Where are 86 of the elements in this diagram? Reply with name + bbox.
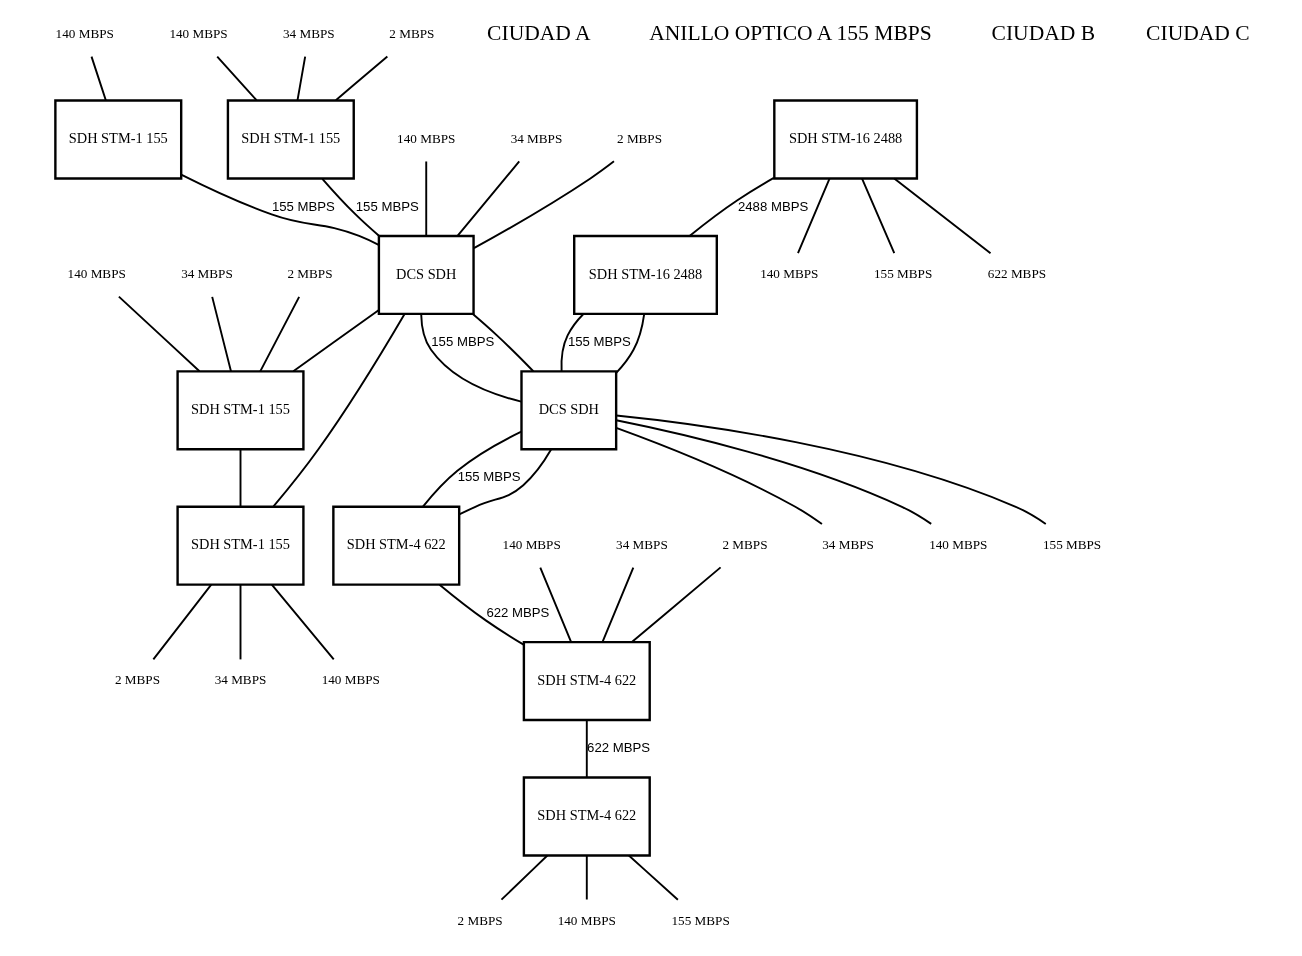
node-box: DCS SDH [377, 234, 475, 316]
node-text: 140 MBPS [502, 537, 561, 553]
connector [630, 566, 722, 643]
connector [239, 583, 241, 661]
connector [585, 719, 588, 779]
connector [601, 566, 634, 644]
node-text: 2 MBPS [114, 672, 160, 688]
connector [151, 583, 212, 661]
edge-label: 155 MBPS [430, 333, 494, 349]
node-text: 34 MBPS [821, 537, 874, 553]
node-box: SDH STM-4 622 [522, 640, 651, 722]
edge-label: 2488 MBPS [737, 198, 808, 214]
connector [688, 177, 775, 237]
edge-label: 622 MBPS [485, 604, 549, 620]
connector [457, 448, 552, 516]
node-box: SDH STM-4 622 [331, 505, 460, 586]
connector [796, 177, 831, 255]
node-box: SDH STM-1 155 [53, 99, 182, 180]
edge-label: 155 MBPS [457, 469, 521, 485]
node-text: 622 MBPS [987, 266, 1046, 282]
label: ANILLO OPTICO A 155 MBPS [648, 20, 932, 45]
label: CIUDAD A [486, 20, 591, 45]
node-text: 140 MBPS [168, 26, 228, 42]
node-box: SDH STM-1 155 [175, 370, 305, 451]
connector [538, 566, 572, 644]
connector [270, 583, 335, 661]
connector [90, 55, 107, 102]
node-text: 2 MBPS [616, 130, 662, 146]
connector [560, 313, 584, 373]
node-text: 2 MBPS [286, 266, 333, 282]
node-text: 155 MBPS [1042, 537, 1101, 553]
connector [210, 295, 232, 373]
node-text: 140 MBPS [928, 537, 987, 553]
node-box: SDH STM-16 2488 [572, 234, 718, 316]
connector [421, 430, 522, 508]
connector [471, 313, 534, 373]
node-text: 34 MBPS [615, 537, 668, 553]
connector [860, 177, 895, 255]
node-text: 34 MBPS [180, 266, 233, 282]
node-text: 34 MBPS [510, 130, 562, 146]
node-text: 140 MBPS [557, 912, 616, 928]
connector [627, 854, 679, 901]
connector [585, 854, 588, 901]
node-text: 155 MBPS [873, 266, 932, 282]
connector [438, 583, 525, 646]
node-text: 2 MBPS [388, 26, 434, 42]
node-box: SDH STM-4 622 [522, 776, 651, 857]
connector [892, 177, 991, 255]
node-box: DCS SDH [519, 370, 617, 451]
node-text: 140 MBPS [55, 26, 114, 42]
connector [472, 160, 615, 250]
connector [239, 448, 241, 508]
node-text: 140 MBPS [67, 266, 126, 282]
node-text: 140 MBPS [321, 672, 380, 688]
connector [456, 160, 520, 237]
connector [614, 426, 823, 526]
connector [258, 295, 300, 373]
connector [614, 414, 1047, 525]
connector [424, 160, 427, 237]
connector [117, 295, 200, 373]
node-text: 2 MBPS [457, 912, 503, 928]
connector [296, 55, 306, 102]
node-box: SDH STM-1 155 [226, 99, 355, 180]
node-text: 140 MBPS [759, 266, 818, 282]
edge-label: 155 MBPS [567, 333, 631, 349]
connector [291, 309, 380, 373]
connector [320, 177, 380, 237]
label: CIUDAD C [1145, 20, 1250, 45]
node-text: 2 MBPS [721, 537, 767, 553]
edge-label: 155 MBPS [271, 198, 335, 214]
label: CIUDAD B [991, 20, 1095, 45]
node-text: 155 MBPS [671, 912, 730, 928]
connector [215, 55, 257, 102]
connector [419, 312, 522, 403]
connector [614, 419, 932, 525]
node-box: SDH STM-1 155 [175, 505, 305, 586]
connector [179, 173, 380, 246]
node-text: 140 MBPS [396, 130, 455, 146]
node-box: SDH STM-16 2488 [772, 99, 918, 180]
node-text: 34 MBPS [214, 672, 266, 688]
node-text: 34 MBPS [282, 26, 335, 42]
edge-label: 155 MBPS [355, 198, 419, 214]
connector [614, 313, 645, 374]
connector [334, 55, 388, 102]
connector [500, 854, 548, 901]
connector [272, 313, 405, 508]
